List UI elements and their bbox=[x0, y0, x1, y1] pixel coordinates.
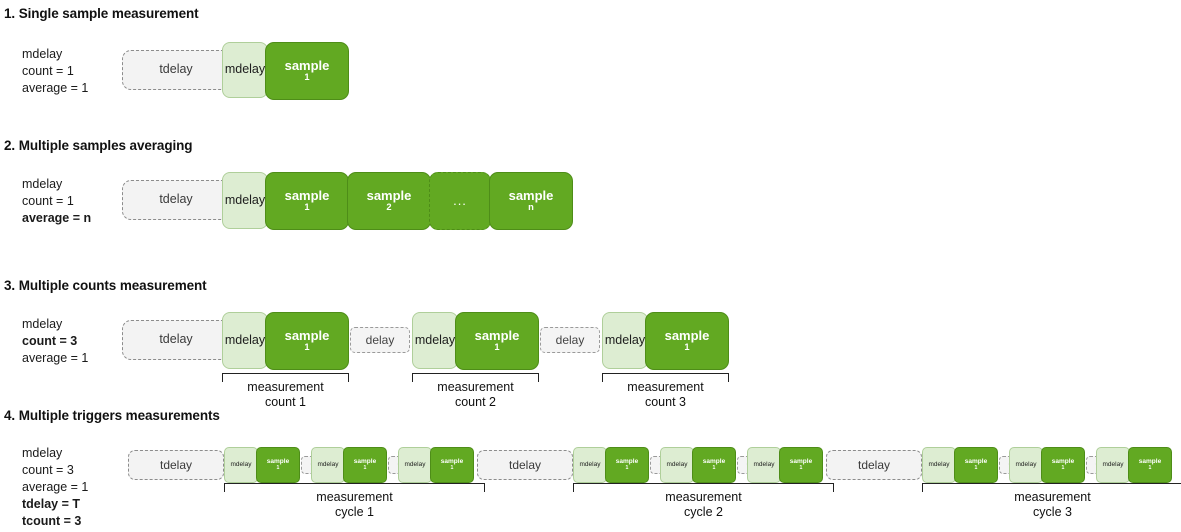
bracket-cycle-3 bbox=[922, 483, 1181, 492]
block-mdelay-1: mdelay bbox=[222, 312, 268, 369]
section-2-params: mdelay count = 1 average = n bbox=[22, 176, 91, 227]
block-delay-2: delay bbox=[540, 327, 600, 353]
param-count: count = 1 bbox=[22, 194, 74, 208]
block-mdelay-c2-3: mdelay bbox=[747, 447, 781, 483]
param-mdelay: mdelay bbox=[22, 177, 63, 191]
param-average: average = 1 bbox=[22, 351, 89, 365]
block-mdelay-c1-2: mdelay bbox=[311, 447, 345, 483]
block-mdelay-c2-2: mdelay bbox=[660, 447, 694, 483]
bracket-label-cycle-3: measurement cycle 3 bbox=[1014, 490, 1091, 519]
bracket-count-2 bbox=[412, 373, 539, 382]
block-mdelay-c3-2: mdelay bbox=[1009, 447, 1043, 483]
param-count: count = 1 bbox=[22, 64, 74, 78]
bracket-label-count-2: measurement count 2 bbox=[437, 380, 514, 409]
block-mdelay-c1-1: mdelay bbox=[224, 447, 258, 483]
param-mdelay: mdelay bbox=[22, 446, 63, 460]
bracket-cycle-1 bbox=[224, 483, 485, 492]
param-average: average = 1 bbox=[22, 480, 89, 494]
block-delay-1: delay bbox=[350, 327, 410, 353]
section-3-title: 3. Multiple counts measurement bbox=[4, 278, 207, 293]
block-mdelay-c2-1: mdelay bbox=[573, 447, 607, 483]
block-mdelay-c1-3: mdelay bbox=[398, 447, 432, 483]
bracket-label-cycle-2: measurement cycle 2 bbox=[665, 490, 742, 519]
param-mdelay: mdelay bbox=[22, 317, 63, 331]
block-mdelay-2: mdelay bbox=[412, 312, 458, 369]
bracket-label-count-3: measurement count 3 bbox=[627, 380, 704, 409]
param-average: average = 1 bbox=[22, 81, 89, 95]
block-mdelay-c3-3: mdelay bbox=[1096, 447, 1130, 483]
block-tdelay-cycle-1: tdelay bbox=[128, 450, 224, 480]
section-1-params: mdelay count = 1 average = 1 bbox=[22, 46, 88, 97]
block-mdelay-c3-1: mdelay bbox=[922, 447, 956, 483]
param-average: average = n bbox=[22, 211, 92, 225]
block-mdelay: mdelay bbox=[222, 172, 268, 229]
param-tcount: tcount = 3 bbox=[22, 514, 82, 528]
block-tdelay: tdelay bbox=[122, 50, 230, 90]
block-sample-ellipsis: ... bbox=[429, 172, 491, 230]
param-mdelay: mdelay bbox=[22, 47, 63, 61]
bracket-count-1 bbox=[222, 373, 349, 382]
block-tdelay-cycle-2: tdelay bbox=[477, 450, 573, 480]
block-mdelay: mdelay bbox=[222, 42, 268, 98]
block-tdelay: tdelay bbox=[122, 320, 230, 360]
block-mdelay-3: mdelay bbox=[602, 312, 648, 369]
block-tdelay: tdelay bbox=[122, 180, 230, 220]
bracket-label-cycle-1: measurement cycle 1 bbox=[316, 490, 393, 519]
block-tdelay-cycle-3: tdelay bbox=[826, 450, 922, 480]
section-4-title: 4. Multiple triggers measurements bbox=[4, 408, 220, 423]
param-count: count = 3 bbox=[22, 463, 74, 477]
section-3-params: mdelay count = 3 average = 1 bbox=[22, 316, 88, 367]
param-count: count = 3 bbox=[22, 334, 78, 348]
section-4-params: mdelay count = 3 average = 1 tdelay = T … bbox=[22, 445, 88, 530]
bracket-cycle-2 bbox=[573, 483, 834, 492]
bracket-label-count-1: measurement count 1 bbox=[247, 380, 324, 409]
section-1-title: 1. Single sample measurement bbox=[4, 6, 199, 21]
param-tdelay: tdelay = T bbox=[22, 497, 81, 511]
bracket-count-3 bbox=[602, 373, 729, 382]
section-2-title: 2. Multiple samples averaging bbox=[4, 138, 193, 153]
